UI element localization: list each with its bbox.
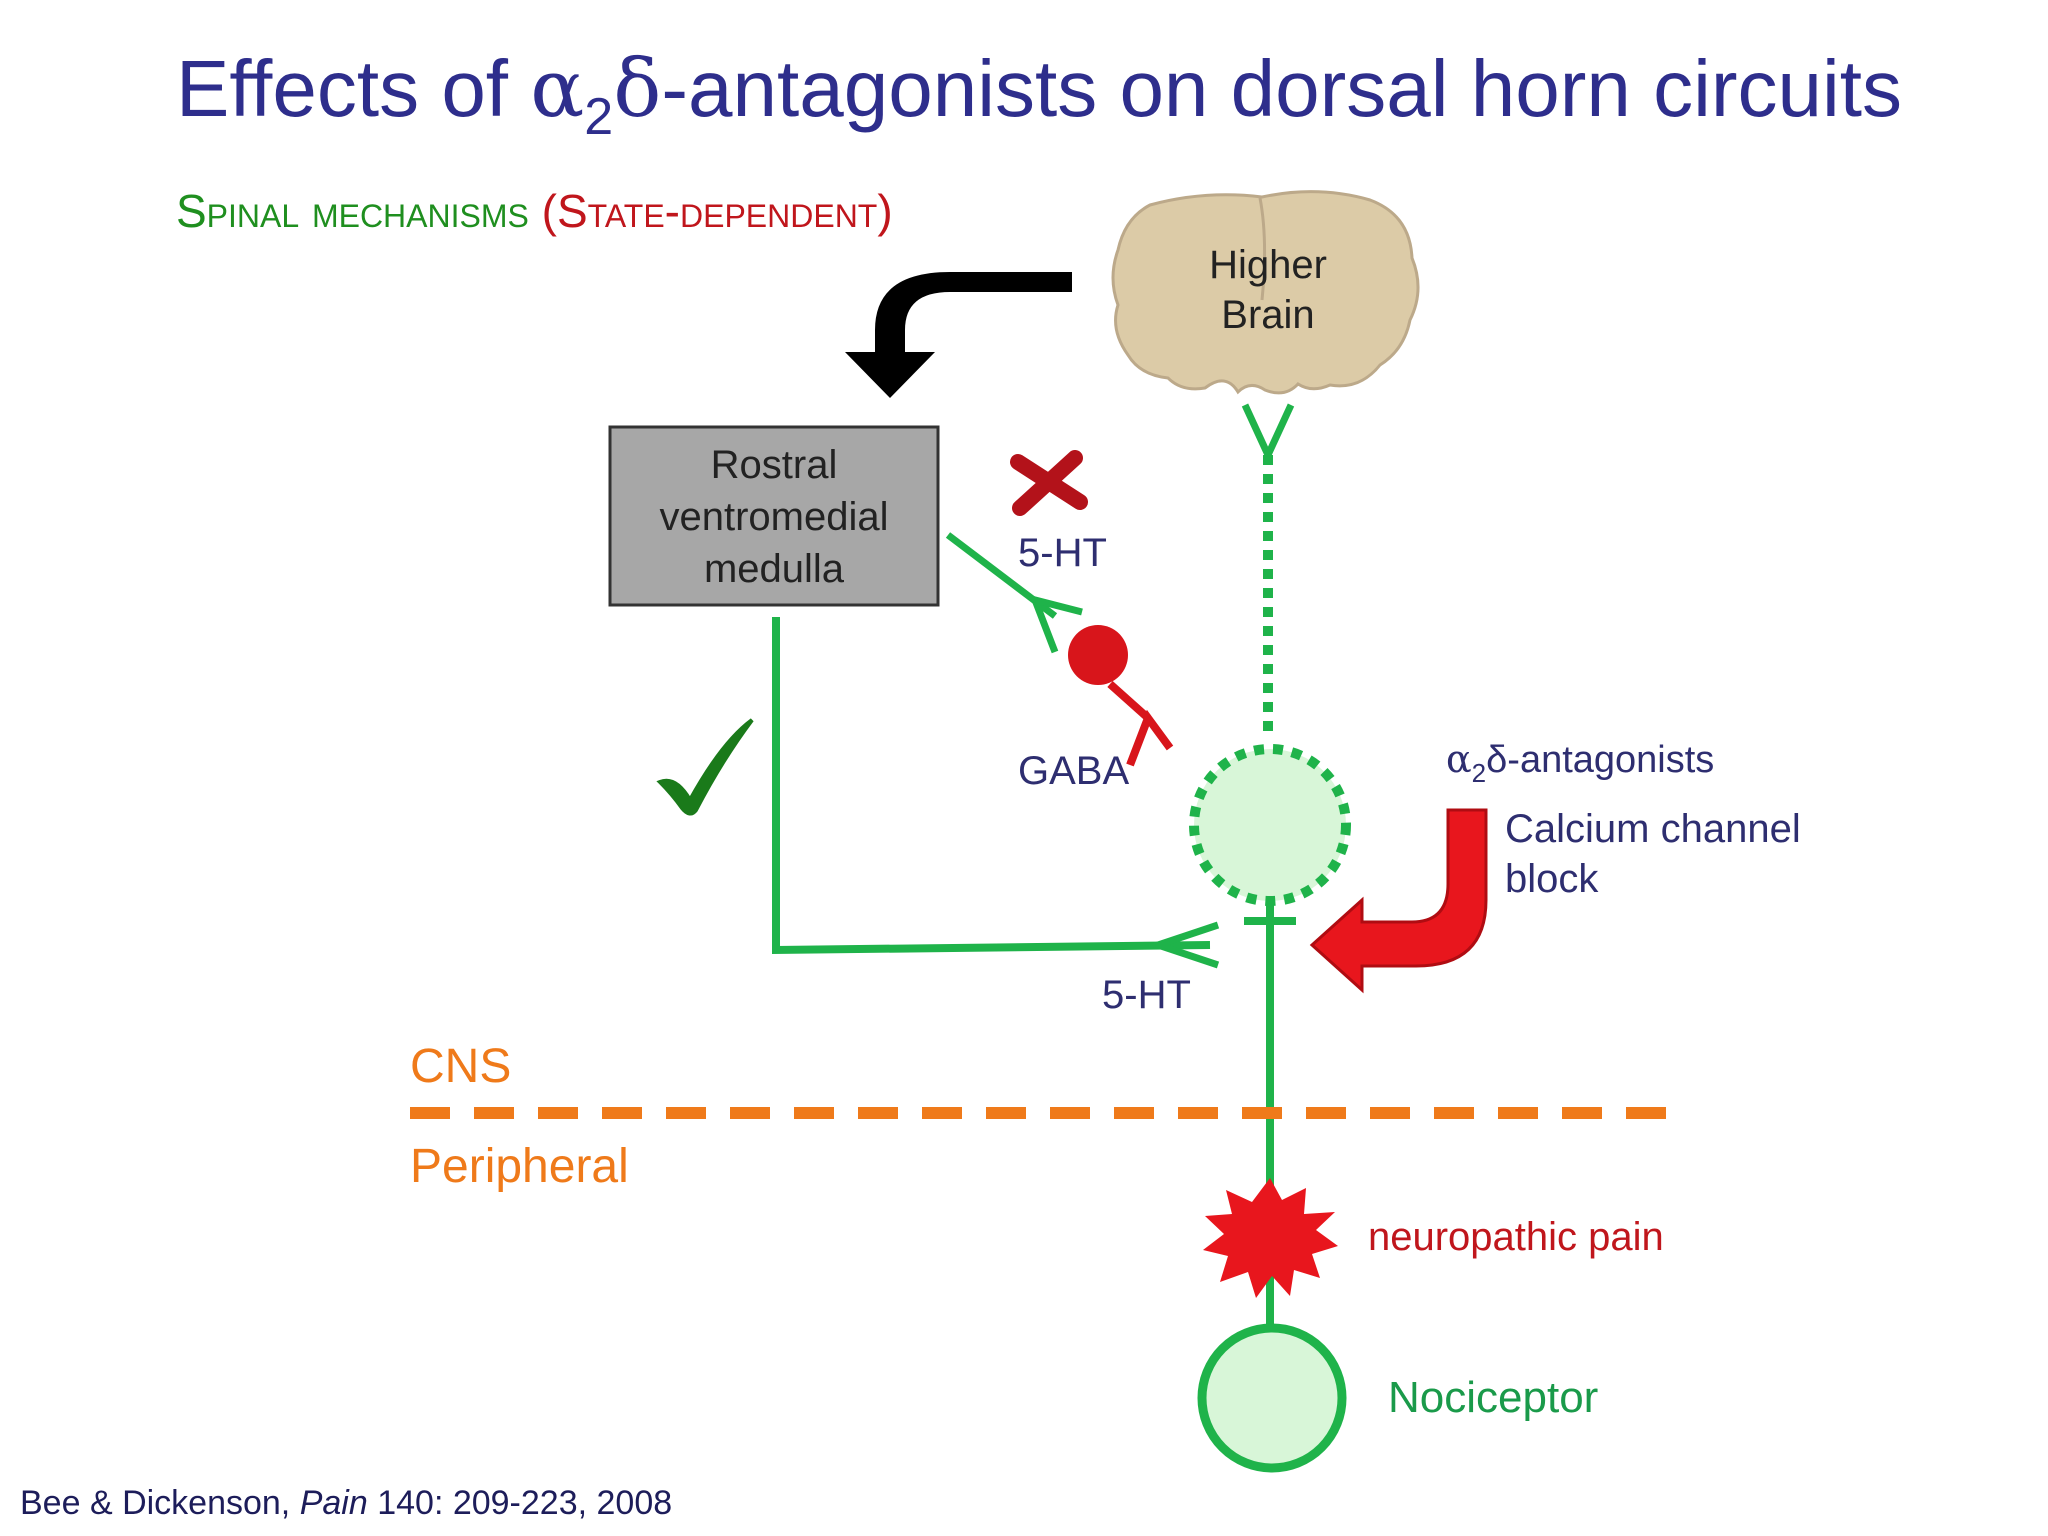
rvm-label-medulla: medulla <box>704 547 845 591</box>
descending-black-arrow <box>845 272 1072 398</box>
citation-journal: Pain <box>299 1484 368 1522</box>
brain-label-higher: Higher <box>1209 243 1327 287</box>
blocked-x-icon <box>1010 450 1088 516</box>
rvm-box: Rostral ventromedial medulla <box>608 425 940 607</box>
label-block: block <box>1505 857 1599 901</box>
title-text-pre: Effects of <box>176 44 531 133</box>
rvm-to-gaba-pathway <box>945 532 1083 654</box>
slide-title: Effects of α2δ-antagonists on dorsal hor… <box>176 42 1902 147</box>
higher-brain-icon: Higher Brain <box>1111 190 1420 395</box>
rvm-label-rostral: Rostral <box>711 443 838 487</box>
citation-reference: 140: 209-223, 2008 <box>367 1484 673 1522</box>
label-peripheral: Peripheral <box>410 1140 629 1193</box>
title-text-post: -antagonists on dorsal horn circuits <box>661 44 1903 133</box>
slide-subtitle: Spinal mechanisms (State-dependent) <box>176 184 893 238</box>
gaba-interneuron <box>1068 625 1174 767</box>
dorsal-horn-neuron <box>1189 744 1351 906</box>
antag-subscript: 2 <box>1472 758 1486 788</box>
brain-label-brain: Brain <box>1221 293 1314 337</box>
label-5ht-upper: 5-HT <box>1018 531 1107 575</box>
subtitle-state-dependent: (State-dependent) <box>541 185 893 237</box>
label-calcium-channel: Calcium channel <box>1505 807 1801 851</box>
rvm-serotonergic-pathway <box>772 617 1220 969</box>
antag-rest: δ-antagonists <box>1486 739 1714 781</box>
citation: Bee & Dickenson, Pain 140: 209-223, 2008 <box>20 1484 672 1523</box>
citation-authors: Bee & Dickenson, <box>20 1484 300 1522</box>
label-5ht-lower: 5-HT <box>1102 973 1191 1017</box>
label-neuropathic-pain: neuropathic pain <box>1368 1215 1664 1259</box>
primary-afferent-fiber <box>1244 905 1296 1360</box>
label-alpha2delta-antagonists: α2δ-antagonists <box>1446 737 1714 788</box>
active-check-icon <box>656 718 754 816</box>
title-alpha: α <box>530 42 585 135</box>
calcium-block-arrow <box>1309 808 1488 994</box>
subtitle-spinal: Spinal mechanisms <box>176 185 529 237</box>
title-subscript: 2 <box>584 88 614 146</box>
nociceptor-cell <box>1197 1323 1347 1473</box>
brain-descending-dotted-pathway <box>1241 403 1295 740</box>
rvm-label-ventromedial: ventromedial <box>659 495 888 539</box>
label-cns: CNS <box>410 1040 511 1093</box>
label-gaba: GABA <box>1018 749 1129 793</box>
neuropathic-pain-burst-icon <box>1203 1178 1338 1298</box>
label-nociceptor: Nociceptor <box>1388 1373 1598 1422</box>
antag-alpha: α <box>1446 737 1472 781</box>
title-delta: δ <box>613 42 662 135</box>
